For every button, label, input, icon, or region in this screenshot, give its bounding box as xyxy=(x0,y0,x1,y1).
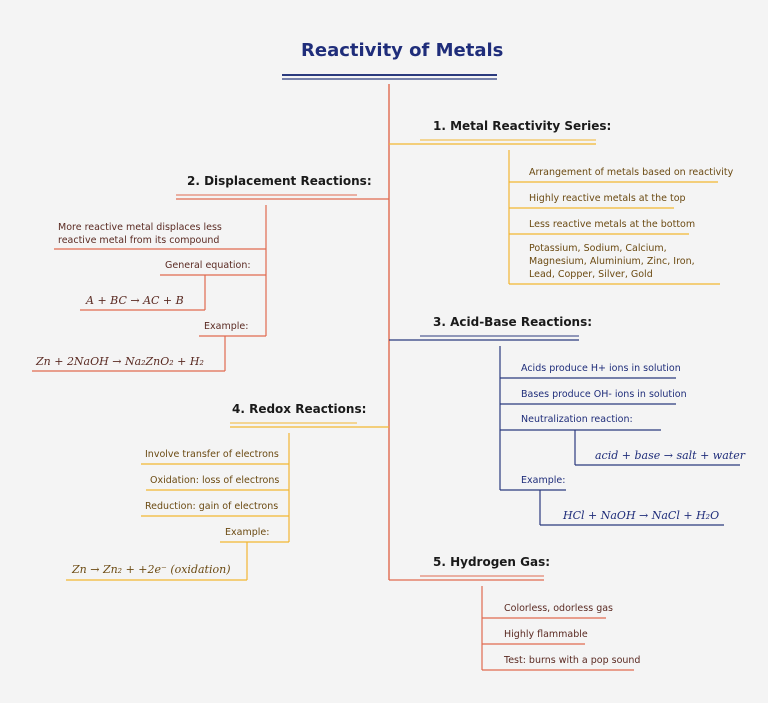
list-item: Potassium, Sodium, Calcium, Magnesium, A… xyxy=(529,243,695,280)
branch-heading-reactivity-series: 1. Metal Reactivity Series: xyxy=(433,119,612,133)
list-item: Involve transfer of electrons xyxy=(145,449,279,460)
page-title: Reactivity of Metals xyxy=(301,40,504,61)
list-item: General equation: xyxy=(165,260,251,271)
branch-heading-acid-base: 3. Acid-Base Reactions: xyxy=(433,315,593,329)
list-item: Example: xyxy=(225,527,270,538)
formula: A + BC → AC + B xyxy=(86,294,184,307)
list-item: Acids produce H+ ions in solution xyxy=(521,363,681,374)
list-item: Example: xyxy=(521,475,566,486)
formula: Zn + 2NaOH → Na₂ZnO₂ + H₂ xyxy=(36,355,204,368)
branch-heading-redox: 4. Redox Reactions: xyxy=(232,402,367,416)
list-item: Reduction: gain of electrons xyxy=(145,501,279,512)
list-item: Bases produce OH- ions in solution xyxy=(521,389,687,400)
list-item: Test: burns with a pop sound xyxy=(504,655,641,666)
list-item: Neutralization reaction: xyxy=(521,414,633,425)
list-item: Less reactive metals at the bottom xyxy=(529,219,696,230)
list-item: Colorless, odorless gas xyxy=(504,603,613,614)
list-item: Example: xyxy=(204,321,249,332)
list-item: More reactive metal displaces less react… xyxy=(58,222,222,246)
formula: acid + base → salt + water xyxy=(595,449,745,462)
list-item: Arrangement of metals based on reactivit… xyxy=(529,167,734,178)
formula: Zn → Zn₂ + +2e⁻ (oxidation) xyxy=(72,563,231,576)
formula: HCl + NaOH → NaCl + H₂O xyxy=(563,509,720,522)
branch-heading-displacement: 2. Displacement Reactions: xyxy=(187,174,372,188)
branch-heading-hydrogen: 5. Hydrogen Gas: xyxy=(433,555,551,569)
list-item: Highly reactive metals at the top xyxy=(529,193,686,204)
list-item: Highly flammable xyxy=(504,629,588,640)
list-item: Oxidation: loss of electrons xyxy=(150,475,280,486)
